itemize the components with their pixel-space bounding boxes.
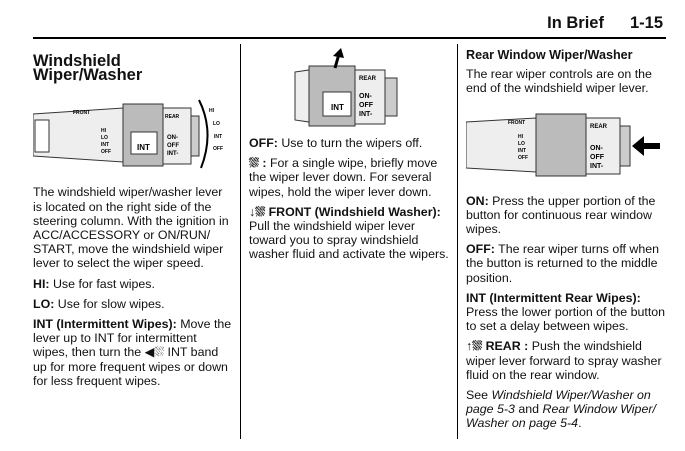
- link-rear-window-wiper[interactable]: Rear Window Wiper/ Washer on page 5-4: [466, 402, 656, 431]
- svg-text:REAR: REAR: [165, 114, 180, 120]
- svg-text:OFF: OFF: [359, 102, 374, 109]
- wiper-lever-illustration: INT FRONT REAR ON- OFF INT- HI LO INT OF…: [33, 99, 223, 169]
- svg-text:INT: INT: [331, 103, 344, 112]
- front-washer-icon: ↓⛆: [249, 204, 266, 219]
- svg-text:REAR: REAR: [359, 76, 377, 82]
- int-item: INT (Intermittent Wipes): Move the lever…: [33, 317, 232, 388]
- off-item: OFF: Use to turn the wipers off.: [249, 136, 423, 150]
- off-item: OFF: The rear wiper turns off when the b…: [466, 242, 660, 285]
- see-also: See Windshield Wiper/Washer on page 5-3 …: [466, 388, 656, 431]
- svg-text:REAR: REAR: [590, 124, 608, 130]
- left-column: Windshield Wiper/Washer INT FRONT REAR O…: [33, 48, 233, 394]
- svg-text:HI: HI: [101, 128, 107, 134]
- svg-text:LO: LO: [101, 135, 108, 141]
- page-number: 1-15: [629, 14, 663, 32]
- rear-button-illustration: FRONT HI LO INT OFF REAR ON- OFF INT-: [466, 113, 660, 177]
- svg-text:LO: LO: [213, 121, 220, 127]
- svg-text:OFF: OFF: [101, 149, 111, 155]
- column-divider: [457, 44, 458, 439]
- on-item: ON: Press the upper portion of the butto…: [466, 193, 656, 237]
- middle-column: INT REAR ON- OFF INT- OFF: Use to turn t…: [249, 48, 451, 268]
- svg-text:HI: HI: [209, 108, 215, 114]
- svg-text:ON-: ON-: [590, 145, 604, 152]
- lo-item: LO: Use for slow wipes.: [33, 296, 165, 311]
- svg-text:INT: INT: [137, 143, 150, 152]
- svg-text:HI: HI: [518, 134, 524, 140]
- intro-text: The rear wiper controls are on the end o…: [466, 67, 652, 96]
- rear-washer-item: ↑⛆ REAR : Push the windshield wiper leve…: [466, 339, 662, 382]
- page-header: In Brief 1-15: [547, 14, 663, 33]
- svg-text:FRONT: FRONT: [73, 110, 90, 116]
- mist-icon: ⛆: [249, 156, 259, 171]
- int-band-icon: ◀⛆: [144, 345, 165, 360]
- right-column: Rear Window Wiper/Washer The rear wiper …: [466, 48, 666, 437]
- mist-item: ⛆ : For a single wipe, briefly move the …: [249, 156, 438, 199]
- hi-item: HI: Use for fast wipes.: [33, 276, 155, 291]
- front-washer-item: ↓⛆ FRONT (Windshield Washer): Pull the w…: [249, 204, 449, 262]
- svg-text:OFF: OFF: [213, 146, 223, 152]
- svg-text:INT-: INT-: [590, 163, 604, 170]
- svg-text:ON-: ON-: [359, 93, 373, 100]
- svg-text:FRONT: FRONT: [508, 120, 525, 126]
- svg-text:LO: LO: [518, 141, 525, 147]
- section-heading: Windshield Wiper/Washer: [33, 52, 143, 85]
- svg-text:INT-: INT-: [359, 111, 373, 118]
- intro-text: The windshield wiper/washer lever is loc…: [33, 185, 229, 271]
- int-item: INT (Intermittent Rear Wipes): Press the…: [466, 290, 666, 334]
- lever-up-illustration: INT REAR ON- OFF INT-: [294, 48, 398, 127]
- svg-text:OFF: OFF: [590, 154, 605, 161]
- svg-text:INT: INT: [101, 142, 109, 148]
- section-heading: Rear Window Wiper/Washer: [466, 48, 633, 62]
- svg-text:INT-: INT-: [167, 151, 178, 157]
- svg-text:INT: INT: [214, 134, 222, 140]
- header-rule: [33, 37, 666, 39]
- rear-washer-icon: ↑⛆: [466, 339, 483, 354]
- column-divider: [240, 44, 241, 439]
- link-windshield-wiper[interactable]: Windshield Wiper/Washer on page 5-3: [466, 388, 651, 417]
- section-title: In Brief: [547, 14, 604, 32]
- svg-text:OFF: OFF: [167, 143, 179, 149]
- svg-text:ON-: ON-: [167, 135, 178, 141]
- svg-text:INT: INT: [518, 148, 526, 154]
- svg-text:OFF: OFF: [518, 155, 528, 161]
